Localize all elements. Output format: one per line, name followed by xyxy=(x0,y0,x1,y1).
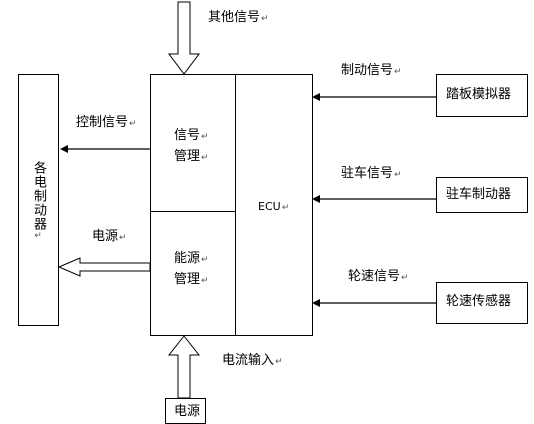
wheel-speed-signal-label: 轮速信号↵ xyxy=(348,269,409,284)
other-signals-label: 其他信号↵ xyxy=(208,10,269,25)
wheel-speed-signal-arrowhead xyxy=(312,299,320,307)
power-source-label: 电源 xyxy=(174,404,201,419)
energy-management-block: 能源↵ 管理↵ xyxy=(150,211,236,336)
brake-signal-arrowhead xyxy=(312,93,320,101)
wheel-speed-sensor-label: 轮速传感器 xyxy=(446,294,512,309)
electric-brakes-label: 各电制动器↵ xyxy=(31,161,46,242)
pedal-simulator-label: 踏板模拟器 xyxy=(446,87,512,102)
brake-signal-label: 制动信号↵ xyxy=(341,63,402,78)
pedal-simulator-box: 踏板模拟器 xyxy=(436,74,528,117)
parking-brake-label: 驻车制动器 xyxy=(446,187,512,202)
signal-management-block: 信号↵ 管理↵ xyxy=(150,74,236,212)
energy-management-label: 能源↵ 管理↵ xyxy=(174,251,209,287)
parking-brake-box: 驻车制动器 xyxy=(436,177,528,213)
other-signals-hollow-arrow xyxy=(168,1,200,75)
power-label: 电源↵ xyxy=(92,229,127,244)
current-input-label: 电流输入↵ xyxy=(222,353,283,368)
control-signal-label: 控制信号↵ xyxy=(76,115,137,130)
signal-management-label: 信号↵ 管理↵ xyxy=(174,128,209,164)
control-signal-arrowhead xyxy=(60,145,68,153)
wheel-speed-sensor-box: 轮速传感器 xyxy=(436,282,528,324)
ecu-unit: 信号↵ 管理↵ 能源↵ 管理↵ ECU↵ xyxy=(150,74,313,336)
electric-brakes-box: 各电制动器↵ xyxy=(18,74,59,326)
power-hollow-arrow xyxy=(57,257,151,277)
current-input-hollow-arrow xyxy=(167,335,201,399)
power-source-box: 电源 xyxy=(165,398,206,424)
ecu-label: ECU↵ xyxy=(258,200,290,213)
parking-signal-label: 驻车信号↵ xyxy=(341,166,402,181)
parking-signal-arrowhead xyxy=(312,195,320,203)
